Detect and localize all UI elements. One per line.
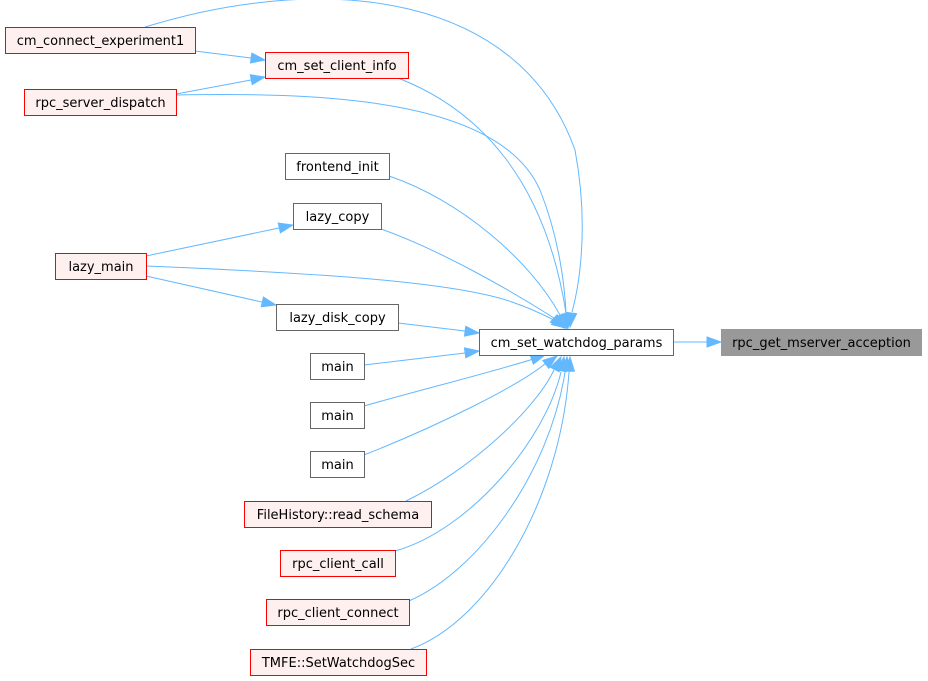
node-label: lazy_main [68,260,133,275]
node-main-2[interactable]: main [310,402,365,429]
node-label: cm_set_watchdog_params [491,336,663,351]
node-frontend-init[interactable]: frontend_init [285,153,390,180]
edge-line [394,371,562,552]
edge-line [363,358,534,407]
edge-line [397,77,567,314]
edge-line [410,371,570,650]
edge-line [145,275,263,303]
node-tmfe-setwatchdogsec[interactable]: TMFE::SetWatchdogSec [250,649,427,676]
node-box [250,649,427,676]
arrow-head-icon [277,222,295,234]
node-box [24,89,177,116]
node-rpc-server-dispatch[interactable]: rpc_server_dispatch [24,89,177,116]
node-box [55,253,147,280]
edge-cm_connect_experiment1-to-cm_set_client_info [194,50,267,64]
node-box [285,153,390,180]
edge-main_3-to-cm_set_watchdog_params [363,355,559,456]
node-box [293,203,382,230]
node-box [721,329,922,356]
edge-cm_set_client_info-to-cm_set_watchdog_params [397,77,573,330]
node-main-1[interactable]: main [310,353,365,380]
arrow-head-icon [463,325,481,337]
node-filehistory-read-schema[interactable]: FileHistory::read_schema [244,501,432,528]
node-label: rpc_server_dispatch [35,96,165,111]
node-lazy-main[interactable]: lazy_main [55,253,147,280]
node-box [276,304,399,331]
edge-line [175,79,252,95]
edge-line [363,352,466,366]
edge-rpc_server_dispatch-to-cm_set_client_info [175,74,267,95]
node-box [310,451,365,478]
node-cm-set-watchdog-params[interactable]: cm_set_watchdog_params [479,329,674,356]
edge-line [397,322,466,332]
edge-tmfe_setwatchdogsec-to-cm_set_watchdog_params [410,355,576,650]
edge-line [380,228,555,319]
edge-line [363,362,547,456]
edge-main_1-to-cm_set_watchdog_params [363,347,481,366]
edge-lazy_main-to-lazy_disk_copy [145,275,278,308]
node-box [244,501,432,528]
node-label: TMFE::SetWatchdogSec [261,656,415,671]
node-box [5,27,196,54]
edge-main_2-to-cm_set_watchdog_params [363,354,547,407]
node-label: FileHistory::read_schema [257,508,419,523]
node-lazy-disk-copy[interactable]: lazy_disk_copy [276,304,399,331]
edge-line [175,94,567,314]
node-label: rpc_client_call [292,557,384,572]
node-lazy-copy[interactable]: lazy_copy [293,203,382,230]
edge-line [194,50,252,59]
edge-lazy_main-to-cm_set_watchdog_params [145,265,568,329]
nodes-layer: cm_connect_experiment1 cm_set_client_info… [5,27,922,676]
node-box [310,353,365,380]
node-cm-set-client-info[interactable]: cm_set_client_info [265,52,409,79]
arrow-head-icon [249,52,267,64]
edge-frontend_init-to-cm_set_watchdog_params [388,175,567,330]
node-label: rpc_get_mserver_acception [732,336,911,351]
arrow-head-icon [529,354,547,366]
edges-layer [144,0,723,650]
arrow-head-icon [541,355,559,370]
edge-cm_set_watchdog_params-to-rpc_get_mserver_acception [673,336,723,348]
node-label: main [321,360,353,375]
node-box [310,402,365,429]
arrow-head-icon [249,74,267,86]
node-cm-connect-experiment1[interactable]: cm_connect_experiment1 [5,27,196,54]
node-main-3[interactable]: main [310,451,365,478]
node-label: main [321,458,353,473]
arrow-head-icon [260,296,278,308]
edge-line [144,0,583,313]
edge-rpc_client_connect-to-cm_set_watchdog_params [408,355,572,602]
edge-line [408,371,566,602]
node-label: cm_connect_experiment1 [17,34,185,49]
arrow-head-icon [463,347,481,359]
edge-lazy_copy-to-cm_set_watchdog_params [380,228,566,330]
arrow-head-icon [706,336,723,348]
arrow-head-icon [550,315,568,329]
node-label: cm_set_client_info [277,59,396,74]
edge-line [405,369,555,502]
edge-filehistory_read_schema-to-cm_set_watchdog_params [405,355,562,502]
node-box [265,52,409,79]
node-label: frontend_init [296,160,378,175]
node-label: main [321,409,353,424]
edge-lazy_disk_copy-to-cm_set_watchdog_params [397,322,481,337]
node-box [266,599,410,626]
node-rpc-client-call[interactable]: rpc_client_call [280,550,396,577]
edge-line [145,265,557,322]
edge-line [145,227,280,257]
node-label: lazy_copy [306,210,370,225]
arrow-head-icon [563,355,576,372]
node-box [280,550,396,577]
node-rpc-get-mserver-acception[interactable]: rpc_get_mserver_acception [721,329,922,356]
node-label: rpc_client_connect [277,606,398,621]
node-box [479,329,674,356]
node-rpc-client-connect[interactable]: rpc_client_connect [266,599,410,626]
edge-line [388,175,561,316]
edge-lazy_main-to-lazy_copy [145,222,295,257]
node-label: lazy_disk_copy [289,311,386,326]
